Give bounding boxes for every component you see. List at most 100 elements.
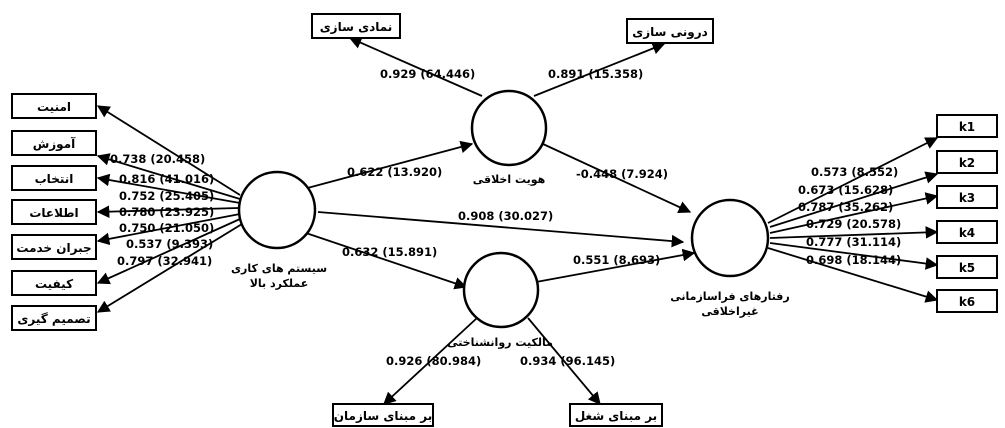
loading-k3: 0.787 (35.262)	[798, 200, 893, 214]
loading-internalization: 0.891 (15.358)	[548, 67, 643, 81]
upb-indicator-edges	[767, 137, 939, 303]
indicator-label-k5: k5	[959, 261, 975, 275]
coef-hpws-upb: 0.908 (30.027)	[458, 209, 553, 223]
path-ownership-upb	[535, 248, 696, 283]
indicator-label-k3: k3	[959, 191, 975, 205]
edge-upb-k3	[769, 192, 939, 234]
loading-security: 0.738 (20.458)	[110, 152, 205, 166]
indicator-box-security: امنیت	[11, 93, 97, 119]
indicator-label-decision: تصمیم گیری	[17, 312, 90, 326]
loading-k4: 0.729 (20.578)	[806, 217, 901, 231]
ownership-label: مالکیت روانشناختی	[447, 336, 553, 349]
coef-hpws-moral: 0.622 (13.920)	[347, 165, 442, 179]
hpws-loadings: 0.738 (20.458) 0.816 (41.016) 0.752 (25.…	[110, 152, 214, 268]
indicator-label-k2: k2	[959, 156, 975, 170]
indicator-label-security: امنیت	[37, 100, 71, 114]
indicator-label-k6: k6	[959, 295, 975, 309]
edge-hpws-training	[96, 153, 241, 200]
path-hpws-ownership	[299, 230, 468, 290]
indicator-box-k5: k5	[936, 255, 998, 279]
loading-training: 0.816 (41.016)	[119, 172, 214, 186]
hpws-indicator-boxes: امنیت آموزش انتخاب اطلاعات جبران خدمت کی…	[11, 93, 97, 331]
path-hpws-upb	[317, 211, 685, 248]
latent-hpws	[237, 170, 317, 250]
indicator-box-internalization: درونی سازی	[626, 18, 714, 44]
upb-indicator-boxes: k1 k2 k3 k4 k5 k6	[936, 114, 998, 313]
ownership-indicator-boxes: بر مبنای سازمان بر مبنای شغل	[332, 403, 663, 427]
loading-decision: 0.797 (32.941)	[117, 254, 212, 268]
edge-upb-k1	[767, 137, 939, 224]
edge-moral-internalization	[533, 42, 666, 97]
indicator-label-k1: k1	[959, 120, 975, 134]
edge-hpws-selection	[96, 173, 241, 204]
hpws-indicator-edges	[96, 105, 243, 313]
edge-hpws-information	[96, 205, 239, 218]
indicator-box-compensation: جبران خدمت	[11, 234, 97, 260]
indicator-label-selection: انتخاب	[35, 172, 74, 186]
moral-identity-label: هویت اخلاقی	[473, 173, 546, 186]
loading-compensation: 0.750 (21.050)	[119, 221, 214, 235]
indicator-label-job-based: بر مبنای شغل	[575, 409, 657, 423]
coef-moral-upb: -0.448 (7.924)	[576, 167, 668, 181]
loading-k1: 0.573 (8.552)	[811, 165, 898, 179]
indicator-box-selection: انتخاب	[11, 165, 97, 191]
path-coefficients: 0.622 (13.920) -0.448 (7.924) 0.908 (30.…	[342, 165, 668, 267]
indicator-box-decision: تصمیم گیری	[11, 305, 97, 331]
hpws-label-line2: عملکرد بالا	[250, 277, 309, 290]
edge-hpws-quality	[96, 218, 241, 285]
loading-k2: 0.673 (15.628)	[798, 183, 893, 197]
indicator-box-k2: k2	[936, 150, 998, 174]
edge-hpws-decision	[96, 223, 243, 313]
latent-moral-identity	[470, 89, 548, 167]
loading-selection: 0.752 (25.405)	[119, 189, 214, 203]
loading-k5: 0.777 (31.114)	[806, 235, 901, 249]
coef-ownership-upb: 0.551 (8.693)	[573, 253, 660, 267]
edge-upb-k4	[769, 226, 939, 239]
loading-k6: 0.698 (18.144)	[806, 253, 901, 267]
indicator-label-quality: کیفیت	[35, 277, 73, 291]
path-hpws-moral	[299, 140, 474, 191]
indicator-box-job-based: بر مبنای شغل	[569, 403, 663, 427]
loading-quality: 0.537 (9.393)	[126, 237, 213, 251]
path-moral-upb	[542, 143, 692, 213]
indicator-label-information: اطلاعات	[29, 206, 78, 220]
indicator-box-k4: k4	[936, 220, 998, 244]
loading-job-based: 0.934 (96.145)	[520, 354, 615, 368]
loading-information: 0.780 (23.925)	[119, 205, 214, 219]
edge-ownership-job	[527, 317, 601, 405]
indicator-box-information: اطلاعات	[11, 199, 97, 225]
latent-ownership	[462, 251, 540, 329]
edge-hpws-compensation	[96, 213, 241, 246]
edge-hpws-security	[96, 105, 241, 196]
edge-moral-symbolization	[348, 36, 483, 97]
upb-label-line1: رفتارهای فراسازمانی	[670, 290, 789, 303]
indicator-box-symbolization: نمادی سازی	[311, 13, 401, 39]
moral-indicator-edges	[348, 36, 666, 97]
indicator-box-k1: k1	[936, 114, 998, 138]
upb-loadings: 0.573 (8.552) 0.673 (15.628) 0.787 (35.2…	[798, 165, 901, 267]
edge-upb-k6	[767, 247, 939, 303]
indicator-label-internalization: درونی سازی	[632, 25, 708, 40]
moral-indicator-boxes: نمادی سازی درونی سازی	[311, 13, 714, 44]
latent-upb	[690, 198, 770, 278]
indicator-box-k3: k3	[936, 185, 998, 209]
indicator-label-training: آموزش	[33, 136, 76, 152]
indicator-label-compensation: جبران خدمت	[16, 241, 91, 255]
indicator-label-org-based: بر مبنای سازمان	[334, 409, 432, 423]
coef-hpws-ownership: 0.632 (15.891)	[342, 245, 437, 259]
edge-upb-k2	[769, 171, 939, 228]
structural-paths	[299, 140, 696, 290]
indicator-box-quality: کیفیت	[11, 270, 97, 296]
upb-label-line2: غیراخلاقی	[701, 305, 758, 318]
indicator-label-k4: k4	[959, 226, 975, 240]
ownership-indicator-edges	[383, 317, 601, 405]
loading-org-based: 0.926 (80.984)	[386, 354, 481, 368]
indicator-box-training: آموزش	[11, 130, 97, 156]
loading-symbolization: 0.929 (64.446)	[380, 67, 475, 81]
indicator-box-k6: k6	[936, 289, 998, 313]
indicator-box-org-based: بر مبنای سازمان	[332, 403, 434, 427]
indicator-label-symbolization: نمادی سازی	[320, 20, 393, 34]
edge-upb-k5	[769, 242, 939, 270]
edge-ownership-org	[383, 317, 478, 405]
